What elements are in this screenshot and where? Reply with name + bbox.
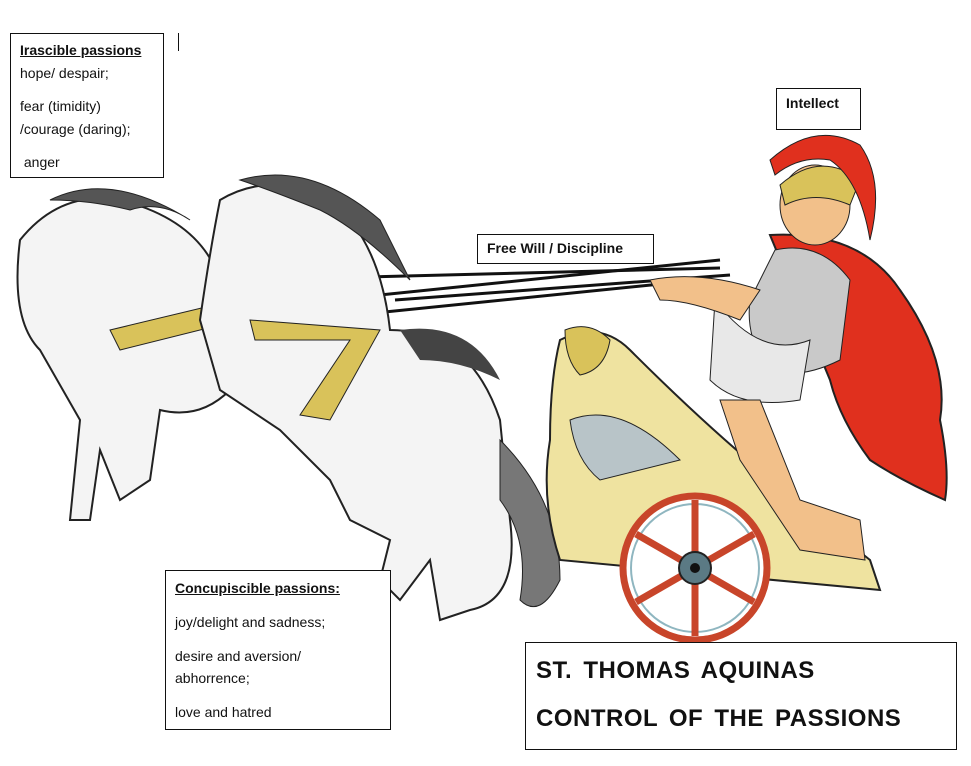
main-title-box: ST. THOMAS AQUINAS CONTROL OF THE PASSIO… — [525, 642, 957, 750]
charioteer-icon — [649, 134, 948, 561]
free-will-label: Free Will / Discipline — [487, 240, 624, 256]
irascible-passions-box: Irascible passions hope/ despair; fear (… — [10, 33, 164, 178]
title-line-1: ST. THOMAS AQUINAS — [536, 657, 815, 684]
irascible-item: /courage (daring); — [20, 121, 131, 137]
irascible-heading: Irascible passions — [20, 42, 142, 58]
free-will-label-box: Free Will / Discipline — [477, 234, 654, 264]
concupiscible-heading: Concupiscible passions: — [175, 580, 340, 596]
concupiscible-item: love and hatred — [175, 704, 272, 720]
irascible-item: anger — [20, 154, 60, 170]
concupiscible-item: joy/delight and sadness; — [175, 614, 326, 630]
intellect-label: Intellect — [786, 95, 839, 111]
intellect-label-box: Intellect — [776, 88, 861, 130]
horse-left-icon — [16, 188, 241, 521]
concupiscible-item: abhorrence; — [175, 670, 250, 686]
concupiscible-item: desire and aversion/ — [175, 648, 302, 664]
concupiscible-passions-box: Concupiscible passions: joy/delight and … — [165, 570, 391, 730]
irascible-item: hope/ despair; — [20, 65, 109, 81]
text-cursor — [178, 33, 179, 51]
horse-right-icon — [198, 174, 561, 622]
title-line-2: CONTROL OF THE PASSIONS — [536, 705, 902, 732]
irascible-item: fear (timidity) — [20, 98, 101, 114]
chariot-wheel-icon — [619, 492, 771, 644]
